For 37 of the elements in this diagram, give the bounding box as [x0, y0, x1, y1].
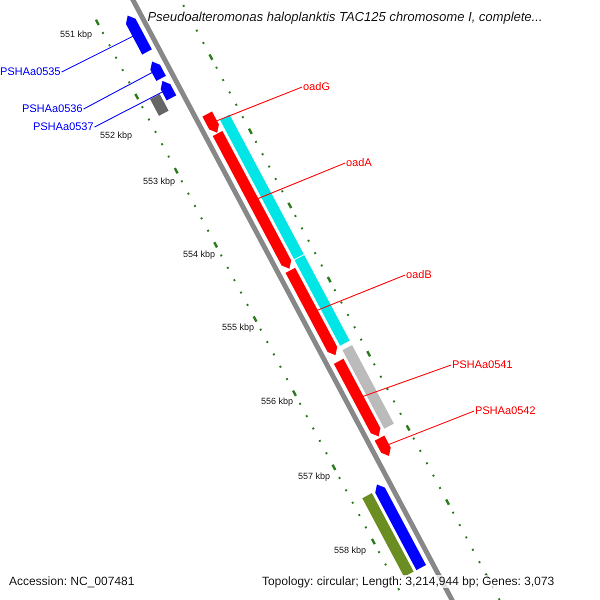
axis-label: 551 kbp [60, 30, 92, 40]
gene-bar [375, 484, 426, 570]
gene-label: oadA [346, 157, 372, 170]
leader-line [388, 410, 474, 446]
axis-label: 552 kbp [100, 131, 132, 141]
gene-label: oadB [406, 269, 432, 282]
gene-bar [342, 345, 394, 429]
gene-bar [374, 435, 391, 456]
leader-line [362, 364, 452, 397]
leader-line [61, 36, 134, 73]
gene-label: PSHAa0542 [475, 405, 536, 418]
gene-bar [220, 114, 304, 260]
leader-line [316, 274, 406, 311]
leader-line [257, 162, 346, 200]
axis-label: 556 kbp [261, 397, 294, 407]
gene-bar [150, 94, 169, 116]
axis-label: 555 kbp [222, 323, 254, 333]
axis-label: 557 kbp [298, 472, 330, 482]
gene-label: PSHAa0541 [452, 359, 513, 372]
axis-label: 558 kbp [334, 546, 366, 556]
gene-bar [160, 80, 176, 100]
gene-label: PSHAa0535 [0, 66, 61, 78]
axis-label: 553 kbp [143, 177, 176, 187]
leader-line [83, 72, 153, 110]
gene-bar [334, 358, 380, 437]
axis-label: 554 kbp [183, 250, 216, 260]
gene-label: PSHAa0537 [33, 121, 94, 134]
title: Pseudoalteromonas haloplanktis TAC125 chromosome I, complete... [146, 10, 544, 24]
leader-line [94, 91, 164, 128]
gene-bar [294, 254, 350, 346]
gene-label: oadG [303, 81, 330, 94]
gene-bar [285, 268, 338, 356]
info-text: Accession: NC_007481 [9, 575, 134, 588]
leader-line [216, 86, 302, 122]
info-text: Topology: circular; Length: 3,214,944 bp; Genes: 3,073 [262, 575, 554, 588]
gene-label: PSHAa0536 [22, 103, 83, 116]
gene-bar [150, 61, 166, 82]
